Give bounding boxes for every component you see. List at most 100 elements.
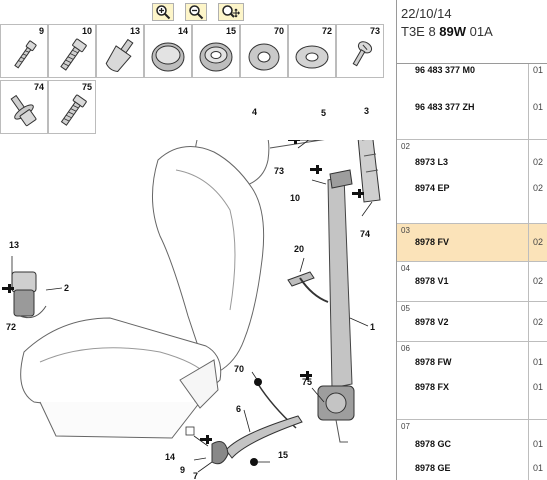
bolt-icon	[60, 38, 87, 71]
part-code: 8978 GE	[415, 463, 451, 473]
part-number: 14	[177, 26, 188, 36]
lower-anchor-bar	[225, 415, 303, 459]
callout-9[interactable]: 9	[180, 465, 186, 475]
list-item[interactable]: 8973 L3 02	[397, 156, 547, 170]
seat-belt-buckle	[11, 271, 47, 319]
callout-5[interactable]: 5	[321, 108, 327, 118]
part-qty: 01	[533, 439, 544, 449]
group-number: 05	[401, 304, 410, 313]
part-cell[interactable]: 70	[240, 24, 288, 78]
part-qty: 02	[533, 317, 544, 327]
seat-cushion-shape	[20, 317, 222, 413]
cap-nut-icon	[105, 38, 134, 73]
part-code: 96 483 377 M0	[415, 65, 476, 75]
part-code: 8973 L3	[415, 157, 449, 167]
grommet-icon	[199, 42, 233, 72]
part-qty: 02	[533, 157, 544, 167]
list-item[interactable]: 8978 V1 02	[397, 275, 547, 289]
group-number: 02	[401, 142, 410, 151]
callout-20[interactable]: 20	[294, 244, 305, 254]
part-cell[interactable]: 72	[288, 24, 336, 78]
column-divider	[528, 64, 529, 480]
list-item[interactable]: 8978 GC 01	[397, 438, 547, 452]
callout-3[interactable]: 3	[364, 106, 370, 116]
catalog-reference: T3E 8 89W 01A	[401, 24, 493, 39]
part-cell[interactable]: 75	[48, 80, 96, 134]
callout-7[interactable]: 7	[193, 471, 199, 480]
list-item[interactable]: 8978 V2 02	[397, 316, 547, 330]
backrest-shape	[151, 146, 265, 373]
part-cell[interactable]: 14	[144, 24, 192, 78]
callout-10[interactable]: 10	[290, 193, 301, 203]
callout-6[interactable]: 6	[236, 404, 242, 414]
zoom-in-button[interactable]	[152, 3, 174, 21]
group-number: 03	[401, 226, 410, 235]
group-number: 06	[401, 344, 410, 353]
list-item[interactable]: 8974 EP 02	[397, 182, 547, 196]
exploded-diagram-panel: 9 10 13 14 15	[0, 3, 395, 480]
part-qty: 01	[533, 463, 544, 473]
group-number: 07	[401, 422, 410, 431]
callout-14[interactable]: 14	[165, 452, 176, 462]
part-qty: 01	[533, 382, 544, 392]
reference-prefix: T3E 8	[401, 24, 440, 39]
part-cell[interactable]: 10	[48, 24, 96, 78]
reference-suffix: 01A	[466, 24, 493, 39]
part-qty: 01	[533, 65, 544, 75]
list-group: 05 8978 V2 02	[397, 302, 547, 342]
part-number: 10	[81, 26, 92, 36]
part-qty: 02	[533, 276, 544, 286]
part-number: 70	[273, 26, 284, 36]
list-item[interactable]: 96 483 377 M0 01	[397, 64, 547, 78]
list-group: 04 8978 V1 02	[397, 262, 547, 302]
callout-73[interactable]: 73	[274, 166, 285, 176]
fastener-parts-strip: 9 10 13 14 15	[0, 24, 395, 144]
part-qty: 02	[533, 237, 544, 247]
zoom-fit-button[interactable]	[218, 3, 244, 21]
part-cell[interactable]: 74	[0, 80, 48, 134]
part-code: 8978 FX	[415, 382, 450, 392]
callout-13[interactable]: 13	[9, 240, 20, 250]
part-code: 8978 GC	[415, 439, 452, 449]
washer-icon	[295, 45, 329, 69]
part-code: 8978 V2	[415, 317, 449, 327]
callout-72[interactable]: 72	[6, 322, 17, 332]
group-number: 04	[401, 264, 410, 273]
belt-retractor	[317, 385, 355, 443]
part-cell[interactable]: 15	[192, 24, 240, 78]
list-group: 07 8978 GC 01 8978 GE 01	[397, 420, 547, 480]
part-number: 9	[38, 26, 44, 36]
part-number: 15	[225, 26, 236, 36]
seat-belt-illustration	[2, 140, 381, 473]
list-item[interactable]: 96 483 377 ZH 01	[397, 101, 547, 115]
callout-15[interactable]: 15	[278, 450, 289, 460]
list-item[interactable]: 8978 FV 02	[397, 236, 547, 250]
callout-74[interactable]: 74	[360, 229, 371, 239]
list-group: 02 8973 L3 02 8974 EP 02	[397, 140, 547, 224]
list-item[interactable]: 8978 FX 01	[397, 381, 547, 395]
part-qty: 02	[533, 183, 544, 193]
part-code: 8974 EP	[415, 183, 450, 193]
callout-1[interactable]: 1	[370, 322, 376, 332]
callout-70[interactable]: 70	[234, 364, 245, 374]
catalog-date: 22/10/14	[401, 6, 452, 21]
part-code: 8978 V1	[415, 276, 449, 286]
parts-list-panel: 22/10/14 T3E 8 89W 01A 96 483 377 M0 01 …	[396, 0, 547, 480]
part-cell[interactable]: 9	[0, 24, 48, 78]
grommet-icon	[151, 42, 185, 72]
part-number: 72	[321, 26, 332, 36]
zoom-out-button[interactable]	[185, 3, 207, 21]
callout-2[interactable]: 2	[64, 283, 70, 293]
part-cell[interactable]: 73	[336, 24, 384, 78]
list-item[interactable]: 8978 GE 01	[397, 462, 547, 476]
list-group-selected[interactable]: 03 8978 FV 02	[397, 224, 547, 262]
belt-webbing	[327, 175, 353, 389]
part-cell[interactable]: 13	[96, 24, 144, 78]
magnifier-move-icon	[222, 5, 240, 18]
part-number: 73	[369, 26, 380, 36]
part-qty: 01	[533, 102, 544, 112]
callout-4[interactable]: 4	[252, 107, 258, 117]
callout-75[interactable]: 75	[302, 377, 313, 387]
list-item[interactable]: 8978 FW 01	[397, 356, 547, 370]
magnifier-plus-icon	[156, 5, 171, 20]
